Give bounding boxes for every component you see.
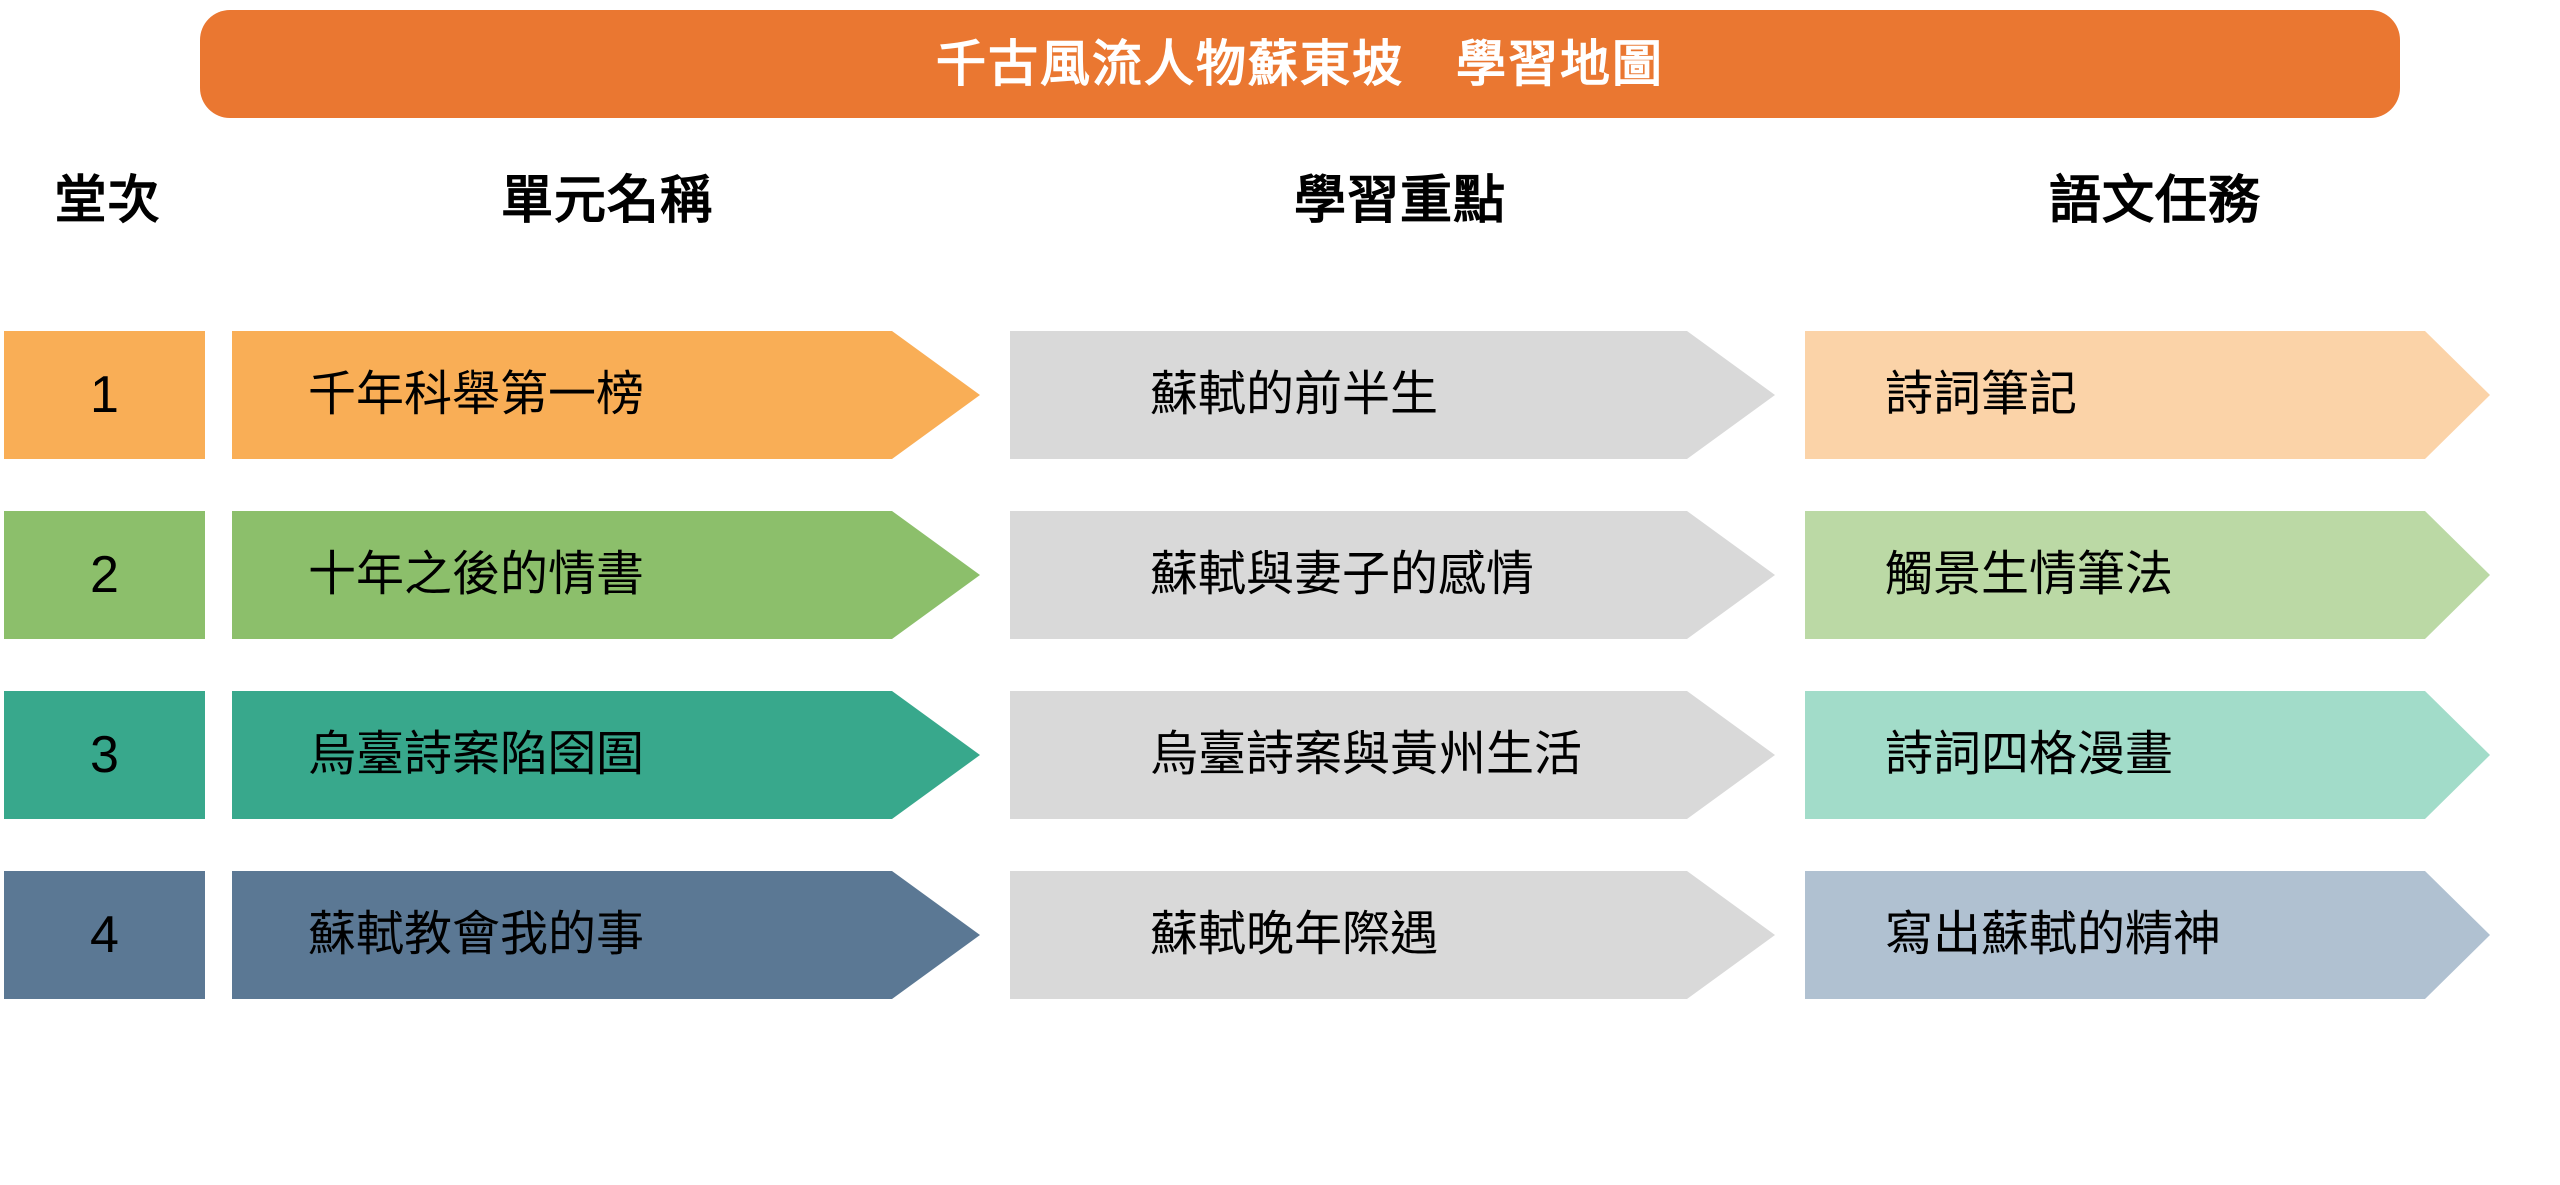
table-row: 2 十年之後的情書 蘇軾與妻子的感情 觸景生情筆法: [0, 511, 2560, 639]
table-row: 3 烏臺詩案陷囹圄 烏臺詩案與黃州生活 詩詞四格漫畫: [0, 691, 2560, 819]
learning-focus-chevron: 蘇軾與妻子的感情: [1010, 511, 1775, 639]
lesson-number-label: 4: [90, 906, 119, 964]
language-task-label: 觸景生情筆法: [1885, 548, 2174, 601]
lesson-number-label: 3: [90, 726, 119, 784]
column-header-learning-focus: 學習重點: [1293, 172, 1506, 230]
language-task-chevron: 觸景生情筆法: [1805, 511, 2490, 639]
lesson-number-box: 3: [4, 691, 205, 819]
learning-focus-chevron: 蘇軾晚年際遇: [1010, 871, 1775, 999]
unit-name-label: 蘇軾教會我的事: [308, 908, 645, 961]
table-row: 1 千年科舉第一榜 蘇軾的前半生 詩詞筆記: [0, 331, 2560, 459]
lesson-number-box: 1: [4, 331, 205, 459]
learning-focus-label: 烏臺詩案與黃州生活: [1150, 728, 1583, 781]
learning-focus-chevron: 蘇軾的前半生: [1010, 331, 1775, 459]
column-header-lesson-number: 堂次: [54, 172, 161, 230]
unit-name-label: 千年科舉第一榜: [308, 368, 645, 421]
language-task-label: 詩詞四格漫畫: [1885, 728, 2174, 781]
page-title: 千古風流人物蘇東坡 學習地圖: [936, 36, 1664, 92]
unit-name-label: 十年之後的情書: [308, 548, 645, 601]
language-task-label: 詩詞筆記: [1885, 368, 2078, 421]
language-task-chevron: 寫出蘇軾的精神: [1805, 871, 2490, 999]
learning-focus-label: 蘇軾與妻子的感情: [1150, 548, 1535, 601]
language-task-chevron: 詩詞筆記: [1805, 331, 2490, 459]
lesson-number-label: 1: [90, 366, 119, 424]
unit-name-chevron: 蘇軾教會我的事: [232, 871, 980, 999]
table-row: 4 蘇軾教會我的事 蘇軾晚年際遇 寫出蘇軾的精神: [0, 871, 2560, 999]
column-header-language-task: 語文任務: [2048, 172, 2261, 230]
unit-name-chevron: 十年之後的情書: [232, 511, 980, 639]
learning-focus-label: 蘇軾晚年際遇: [1150, 908, 1439, 961]
learning-focus-label: 蘇軾的前半生: [1150, 368, 1439, 421]
unit-name-label: 烏臺詩案陷囹圄: [308, 728, 645, 781]
learning-focus-chevron: 烏臺詩案與黃州生活: [1010, 691, 1775, 819]
unit-name-chevron: 千年科舉第一榜: [232, 331, 980, 459]
unit-name-chevron: 烏臺詩案陷囹圄: [232, 691, 980, 819]
lesson-number-label: 2: [90, 546, 119, 604]
lesson-number-box: 2: [4, 511, 205, 639]
lesson-number-box: 4: [4, 871, 205, 999]
column-header-unit-name: 單元名稱: [500, 172, 713, 230]
column-header-row: 堂次 單元名稱 學習重點 語文任務: [0, 163, 2560, 243]
language-task-label: 寫出蘇軾的精神: [1885, 908, 2222, 961]
title-banner: 千古風流人物蘇東坡 學習地圖: [200, 10, 2400, 118]
language-task-chevron: 詩詞四格漫畫: [1805, 691, 2490, 819]
